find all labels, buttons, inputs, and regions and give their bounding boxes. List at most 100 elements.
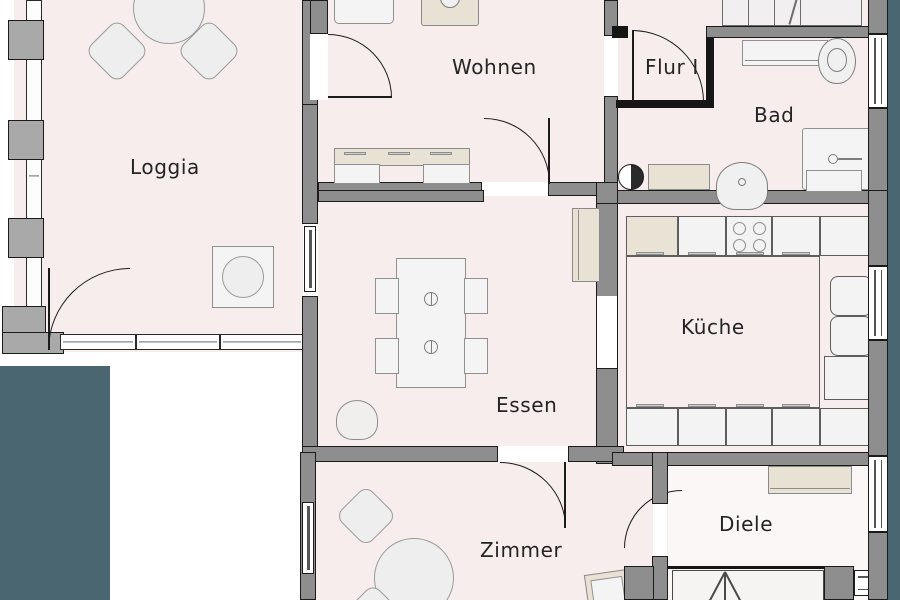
rail-post-2 <box>8 120 44 160</box>
essen-chair-1 <box>375 278 399 314</box>
essen-table-mark-1-bar <box>431 292 433 306</box>
zimmer-armchair-seat <box>590 575 626 600</box>
wall-corridor-divider <box>596 182 618 204</box>
door-wohnen-north-leaf <box>328 96 392 98</box>
kueche-handle-2 <box>688 252 716 255</box>
wall-wohnen-north-stub <box>310 0 328 34</box>
essen-dining-table <box>396 258 466 388</box>
kueche-handle-1 <box>636 252 664 255</box>
diele-sideboard <box>768 466 852 494</box>
kueche-burner-2 <box>753 222 766 235</box>
kueche-cab-lower-1 <box>626 408 678 446</box>
bad-mirror-cabinet-line <box>745 60 825 62</box>
window-essen-west <box>304 226 316 292</box>
backdrop-teal-right <box>886 0 900 600</box>
bad-cabinet-unit <box>648 164 710 190</box>
room-label-wohnen: Wohnen <box>452 55 537 79</box>
essen-chair-4 <box>464 338 488 374</box>
wall-right-seg-3 <box>868 340 888 456</box>
window-zimmer-west <box>302 502 314 574</box>
wall-flur1-south <box>616 100 714 108</box>
room-label-essen: Essen <box>496 393 558 417</box>
staircase-bottom <box>672 570 824 600</box>
kueche-cab-upper-1 <box>626 216 678 256</box>
bad-bathtub <box>806 170 862 192</box>
bad-toilet-seat <box>827 48 847 72</box>
door-wohnen-east-leaf <box>548 118 550 184</box>
kueche-cab-upper-3 <box>772 216 820 256</box>
window-right-3 <box>868 456 888 532</box>
kueche-burner-4 <box>753 239 766 252</box>
wall-right-seg-4 <box>868 532 888 600</box>
opening-diele-west <box>653 504 667 560</box>
bad-mirror-cabinet <box>742 40 828 66</box>
rail-post-3 <box>8 218 44 258</box>
room-label-bad: Bad <box>754 103 795 127</box>
wall-diele-west <box>652 452 668 504</box>
loggia-rail-bottom-b <box>136 334 220 350</box>
wall-essen-north <box>318 190 484 202</box>
kueche-handle-8 <box>782 404 810 407</box>
essen-plant <box>336 400 378 440</box>
kueche-cab-right-3 <box>824 356 876 400</box>
wall-essen-west <box>302 296 318 462</box>
wall-essen-east-lower <box>596 368 618 464</box>
kueche-handle-6 <box>688 404 716 407</box>
essen-wardrobe-door-line <box>578 210 580 280</box>
wohnen-sideboard-handle-1 <box>344 152 366 155</box>
wall-diele-west-lower <box>652 556 668 600</box>
room-label-zimmer: Zimmer <box>480 538 563 562</box>
kueche-cab-right-2 <box>830 316 872 356</box>
opening-flur1-west <box>604 36 618 98</box>
kueche-handle-7 <box>736 404 764 407</box>
kueche-handle-4 <box>782 252 810 255</box>
kueche-handle-5 <box>636 404 664 407</box>
wohnen-sideboard-handle-2 <box>388 152 410 155</box>
room-label-loggia: Loggia <box>130 155 200 179</box>
room-label-kueche: Küche <box>681 315 745 339</box>
wall-essen-south <box>302 446 498 462</box>
backdrop-white-cutout <box>110 352 300 600</box>
loggia-planter-bowl <box>222 256 264 298</box>
wohnen-unit-a <box>334 0 394 24</box>
opening-essen-zimmer <box>498 446 568 462</box>
wall-bad-north <box>706 26 886 38</box>
stair-tread-3 <box>800 0 802 26</box>
wohnen-sideboard-drawer-b <box>423 164 470 184</box>
window-right-2 <box>868 266 888 340</box>
door-zimmer-leaf <box>564 462 566 528</box>
stair-bottom-center <box>724 572 726 600</box>
room-label-flur1: Flur I <box>645 55 699 79</box>
bad-shower-head <box>828 154 838 164</box>
wall-right-seg-1 <box>868 0 888 34</box>
kueche-burner-1 <box>733 222 746 235</box>
window-right-1 <box>868 34 888 108</box>
bad-washbasin-drain <box>738 178 746 186</box>
rail-post-1 <box>8 20 44 60</box>
wall-zimmer-south-stub <box>624 566 654 600</box>
kueche-burner-3 <box>733 239 746 252</box>
kueche-cab-upper-2 <box>678 216 726 256</box>
bad-washbasin <box>716 162 768 210</box>
opening-essen-kueche <box>597 296 617 380</box>
wohnen-sideboard-handle-3 <box>430 152 452 155</box>
door-flur1-leaf <box>632 30 634 102</box>
bad-washing-machine <box>618 164 644 190</box>
wall-diele-south <box>668 566 854 569</box>
wall-right-seg-2 <box>868 108 888 192</box>
zimmer-round-table <box>374 538 454 600</box>
wall-flur1-west-lower <box>604 96 618 196</box>
room-label-diele: Diele <box>719 512 774 536</box>
wall-loggia-wohnen-lower <box>302 104 318 224</box>
opening-wohnen-north <box>310 34 328 100</box>
wall-flur1-east <box>706 30 714 108</box>
stair-tread-1 <box>748 0 750 26</box>
kueche-cooktop <box>726 216 772 256</box>
essen-chair-2 <box>375 338 399 374</box>
door-loggia-leaf <box>48 268 50 350</box>
kueche-cab-lower-3 <box>726 408 772 446</box>
backdrop-teal <box>0 366 110 600</box>
essen-wardrobe <box>572 208 600 282</box>
bad-shower-arm <box>838 158 862 160</box>
